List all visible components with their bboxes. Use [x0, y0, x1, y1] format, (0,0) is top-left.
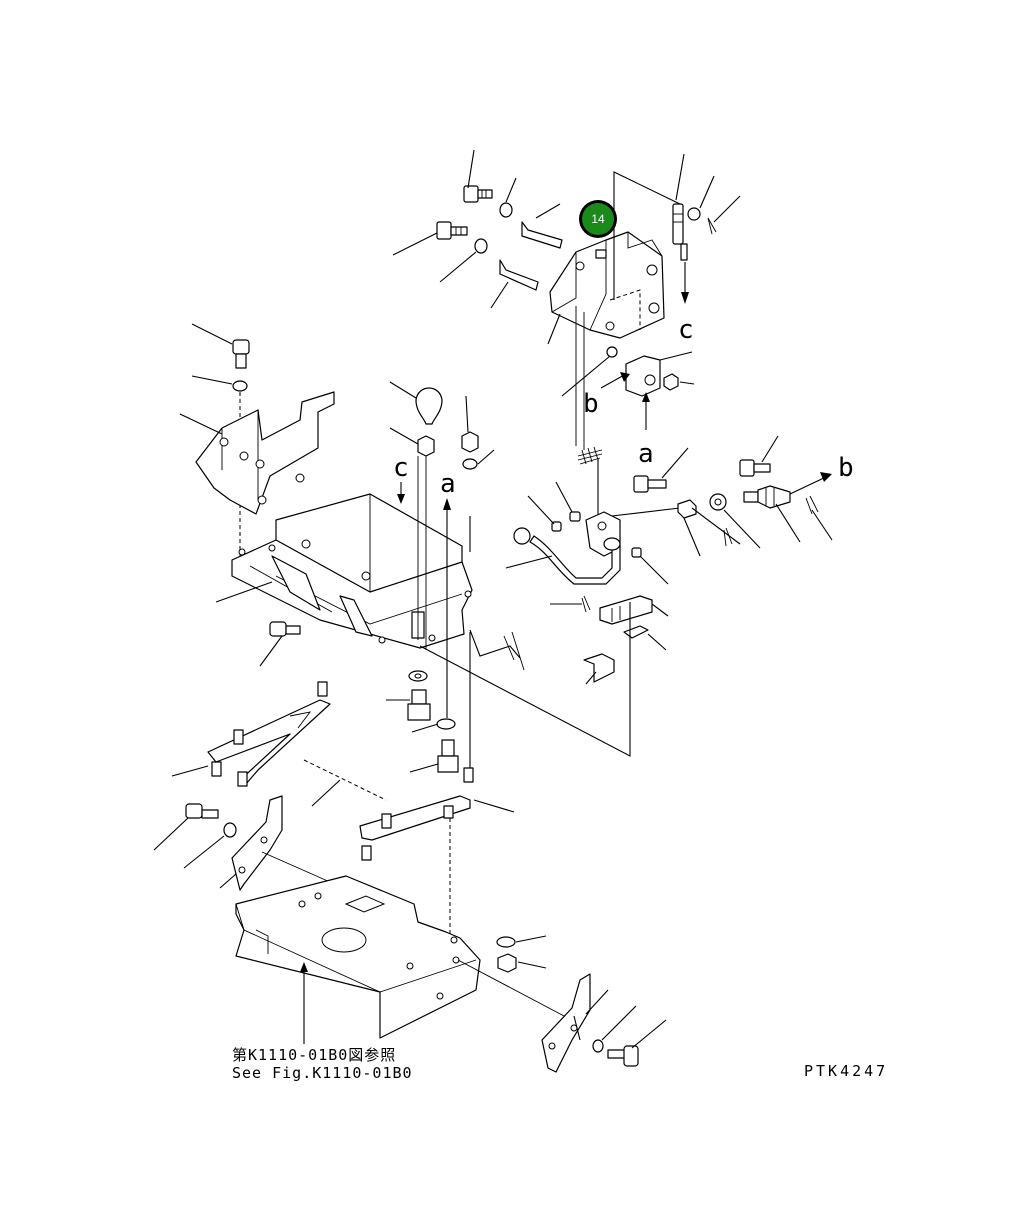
- nut-knob: [417, 435, 435, 457]
- cotter-pin-right: [707, 217, 717, 235]
- side-bracket: [195, 391, 335, 515]
- arrow-label-a-mid: a: [638, 439, 654, 469]
- bolt-far-right: [739, 459, 771, 477]
- left-bracket-assembly: [179, 323, 335, 560]
- lever-bracket: [549, 231, 665, 339]
- linkage-arms: [171, 681, 515, 940]
- lock-knob: [677, 499, 697, 519]
- arrow-label-a-center: a: [440, 469, 456, 499]
- nut-right-top: [461, 431, 479, 453]
- lower-assembly: [153, 795, 667, 1073]
- washer-top: [499, 202, 513, 218]
- bolt-mid-1: [407, 689, 431, 721]
- middle-hardware: [386, 670, 459, 773]
- bolt-lock: [633, 475, 667, 493]
- arrow-label-c-mid: c: [393, 453, 409, 483]
- spring-plunger: [743, 485, 791, 509]
- plunger-rod: [672, 203, 688, 261]
- washer-right-top: [462, 458, 478, 470]
- lever-bracket-assembly: c: [392, 149, 741, 345]
- arrow-label-b-right: b: [838, 453, 854, 483]
- cotter-pin-far-right: [805, 495, 819, 515]
- washer-lower-left: [223, 822, 237, 838]
- console-box-assembly: c a: [215, 381, 631, 770]
- reference-note-en: See Fig.K1110-01B0: [232, 1064, 413, 1082]
- nut-small: [606, 346, 618, 358]
- washer-left: [474, 238, 488, 254]
- linkage-arm-left: [207, 699, 331, 785]
- lock-lever-assembly: b: [505, 435, 854, 685]
- knob: [415, 387, 443, 425]
- pin-lower: [499, 259, 539, 291]
- washer-right: [687, 207, 701, 221]
- callout-number: 14: [591, 212, 605, 226]
- reference-note-jp: 第K1110-01B0図参照: [232, 1046, 396, 1064]
- washer-mid-2: [436, 718, 456, 730]
- bolt-mid-2: [437, 739, 459, 773]
- washer-lower-right-2: [592, 1039, 604, 1053]
- nut-right: [663, 373, 679, 391]
- spring: [577, 446, 603, 465]
- lever-knob: [513, 527, 531, 545]
- lower-bracket-left: [231, 795, 283, 891]
- callout-badge-14[interactable]: 14: [579, 200, 617, 238]
- bolt-lower-right: [607, 1045, 639, 1067]
- drawing-code: PTK4247: [804, 1062, 888, 1080]
- arrow-label-c-top: c: [678, 315, 694, 345]
- base-frame: [235, 875, 481, 1039]
- washer-left-top: [232, 380, 248, 392]
- cotter-pin-stop: [581, 595, 591, 613]
- bolt-box: [269, 621, 301, 637]
- bolt-left: [436, 221, 468, 240]
- pin-stop: [583, 653, 615, 683]
- linkage-arm-right: [359, 795, 471, 841]
- washer-lower-right: [496, 936, 516, 948]
- bolt-top: [463, 185, 493, 203]
- bolt-lower-left: [185, 803, 219, 819]
- pin-upper: [521, 221, 563, 249]
- lever-stop: [599, 595, 653, 625]
- nut-lower-right: [497, 953, 517, 973]
- joint-block: [625, 355, 661, 397]
- cotter-pin-box: [503, 631, 525, 671]
- bolt-left-top: [232, 339, 250, 369]
- joint-block-assembly: b a: [561, 306, 695, 469]
- stop-plate: [623, 625, 649, 639]
- lower-bracket-right: [541, 973, 591, 1073]
- arrow-label-b-left: b: [583, 389, 599, 419]
